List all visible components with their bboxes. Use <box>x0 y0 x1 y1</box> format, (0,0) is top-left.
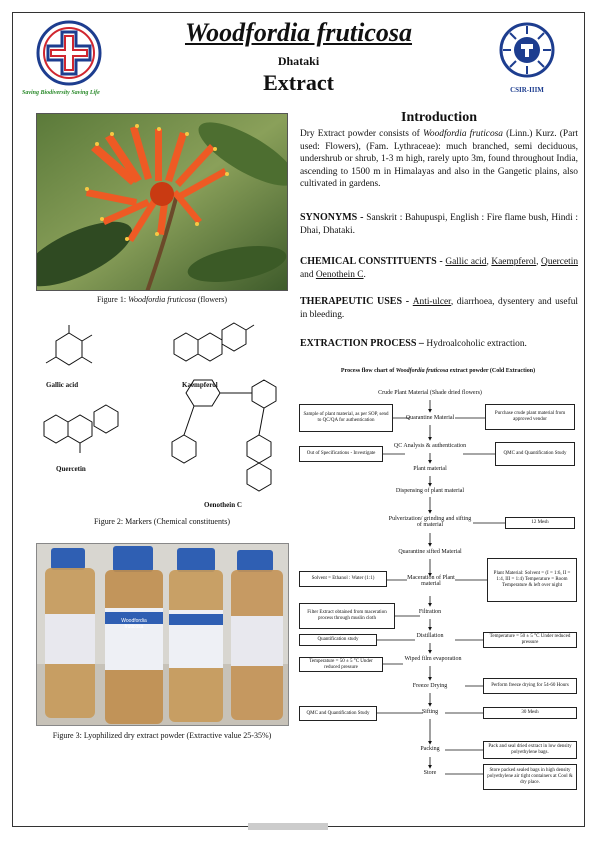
synonyms-heading: SYNONYMS - <box>300 212 367 223</box>
chemical-constituents-paragraph: CHEMICAL CONSTITUENTS - Gallic acid, Kae… <box>300 256 578 281</box>
figure-1-caption: Figure 1: Woodfordia fruticosa (flowers) <box>36 295 288 304</box>
flow-step: Plant material <box>413 466 447 472</box>
constituent-quercetin: Quercetin <box>541 257 579 267</box>
flow-right-box: Plant Material: Solvent = (I = 1:6, II =… <box>487 558 577 602</box>
figure-1-caption-prefix: Figure 1: <box>96 295 129 304</box>
flow-step: Pulverization/ grinding and sifting of m… <box>388 516 472 528</box>
flow-left-box: Sample of plant material, as per SOP, se… <box>299 404 393 432</box>
page-subtitle: Dhataki <box>277 54 320 68</box>
page-title-secondary: Extract <box>263 70 334 95</box>
right-logo-label: CSIR-IIIM <box>510 86 544 94</box>
flow-right-box: Purchase crude plant material from appro… <box>485 404 575 430</box>
chemical-constituents-heading: CHEMICAL CONSTITUENTS - <box>300 256 446 267</box>
flow-step: Freeze Drying <box>412 683 448 689</box>
page-title: Woodfordia fruticosa <box>184 18 413 47</box>
flow-step: Filtration <box>418 609 442 615</box>
flow-step: Distillation <box>416 633 444 639</box>
gallic-acid-label: Gallic acid <box>46 381 79 389</box>
therapeutic-uses-heading: THERAPEUTIC USES - <box>300 296 413 307</box>
therapeutic-anti-ulcer: Anti-ulcer <box>412 297 451 307</box>
jar-label: Woodfordia fruticosa <box>107 618 161 630</box>
introduction-heading: Introduction <box>401 110 477 125</box>
flow-right-box: 12 Mesh <box>505 517 575 529</box>
tagline: Saving Biodiversity Saving Life <box>22 90 100 96</box>
constituent-oenothein-c: Oenothein C <box>315 269 364 280</box>
figure-3-caption: Figure 3: Lyophilized dry extract powder… <box>52 731 272 740</box>
synonyms-text: Sanskrit : Bahupuspi, English : Fire fla… <box>300 213 578 236</box>
flow-step: Packing <box>420 746 440 752</box>
extraction-process-heading: EXTRACTION PROCESS – <box>300 338 427 349</box>
flow-left-box: Filter Extract obtained from maceration … <box>299 603 395 629</box>
jar-label-line-2: fruticosa <box>124 624 144 630</box>
oenothein-label: Oenothein C <box>204 501 242 509</box>
extraction-process-paragraph: EXTRACTION PROCESS – Hydroalcoholic extr… <box>300 338 578 351</box>
quercetin-label: Quercetin <box>56 465 86 473</box>
right-logo <box>497 20 557 90</box>
introduction-paragraph: Dry Extract powder consists of Woodfordi… <box>300 128 578 191</box>
flowchart-title: Process flow chart of Woodfordia frutico… <box>295 368 581 374</box>
flow-right-box: Perform freeze drying for 54-60 Hours <box>483 678 577 694</box>
figure-1-caption-suffix: (flowers) <box>195 295 228 304</box>
chemical-structures: Gallic acid Kaempferol Quercetin Oenothe… <box>26 305 294 513</box>
flow-step: Crude Plant Material (Shade dried flower… <box>378 390 482 396</box>
constituent-separator: , <box>536 257 542 267</box>
flow-left-box: Solvent = Ethanol : Water (1:1) <box>299 571 387 587</box>
figure-1-caption-species: Woodfordia fruticosa <box>128 295 196 304</box>
kaempferol-label: Kaempferol <box>182 381 218 389</box>
flow-right-box: Pack and seal dried extract in low densi… <box>483 741 577 759</box>
flow-left-box: Out of Specifications - Investigate <box>299 446 383 462</box>
footer-bar <box>248 823 328 830</box>
flow-step: Wiped film evaporation <box>404 656 462 662</box>
constituent-end: . <box>363 269 366 280</box>
process-flowchart: Process flow chart of Woodfordia frutico… <box>295 368 581 808</box>
flow-step: Sifting <box>421 709 439 715</box>
flow-step: Maceration of Plant material <box>407 575 455 587</box>
extract-jars-photo: Woodfordia fruticosa <box>36 543 289 726</box>
flowchart-title-prefix: Process flow chart of <box>340 368 396 374</box>
extraction-process-text: Hydroalcoholic extraction. <box>426 339 527 349</box>
flow-right-box: 30 Mesh <box>483 707 577 719</box>
left-logo <box>36 20 102 86</box>
flow-step: Store <box>423 770 437 776</box>
flow-left-box: Quantification study <box>299 634 377 646</box>
therapeutic-uses-text: , diarrhoea, dysentery and useful in ble… <box>300 297 578 320</box>
flow-right-box: Store packed sealed bags in high density… <box>483 764 577 790</box>
constituent-gallic-acid: Gallic acid <box>445 257 487 267</box>
flowchart-title-suffix: extract powder (Cold Extraction) <box>448 368 536 374</box>
flow-right-box: Temperature = 50 ± 5 °C Under reduced pr… <box>483 632 577 648</box>
flowchart-title-species: Woodfordia fruticosa <box>395 368 449 374</box>
constituent-separator: , <box>486 257 489 267</box>
flower-photo <box>36 113 288 291</box>
flow-left-box: QMC and Quantification Study <box>299 706 377 721</box>
flow-step: Quarantine sifted Material <box>398 549 462 555</box>
flow-step: Quarantine Material <box>405 415 455 421</box>
intro-text-rest: (Linn.) Kurz. (Part used: Flowers), (Fam… <box>300 129 579 190</box>
flow-left-box: Temperature = 50 ± 5 °C Under reduced pr… <box>299 657 383 672</box>
constituent-kaempferol: Kaempferol <box>491 257 537 267</box>
flowchart-connectors <box>377 400 505 775</box>
flow-right-box: QMC and Quantification Study <box>495 442 575 466</box>
constituent-separator: and <box>300 269 316 280</box>
figure-2-caption: Figure 2: Markers (Chemical constituents… <box>94 517 230 526</box>
intro-species: Woodfordia fruticosa <box>422 129 503 139</box>
synonyms-paragraph: SYNONYMS - Sanskrit : Bahupuspi, English… <box>300 212 578 237</box>
jar-label-line-1: Woodfordia <box>121 618 147 624</box>
therapeutic-uses-paragraph: THERAPEUTIC USES - Anti-ulcer, diarrhoea… <box>300 296 578 321</box>
flow-step: QC Analysis & authentication <box>393 443 467 449</box>
intro-text-start: Dry Extract powder consists of <box>300 129 423 139</box>
flow-step: Dispensing of plant material <box>395 488 465 494</box>
